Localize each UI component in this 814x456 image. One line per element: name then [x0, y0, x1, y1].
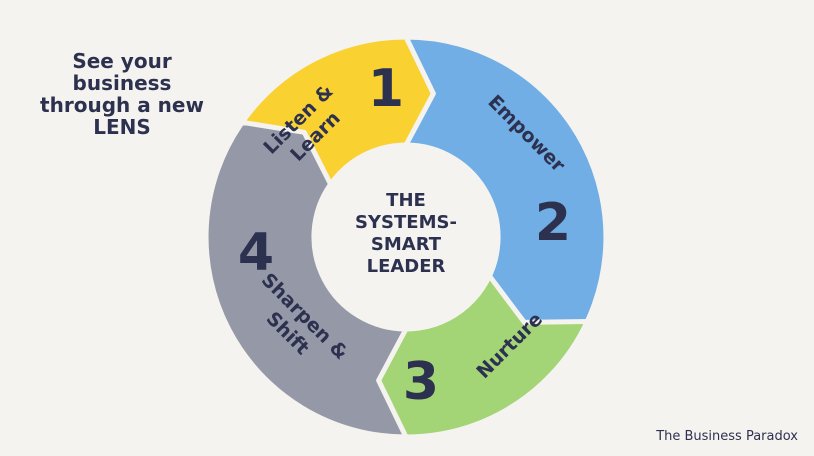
center-title-line: LEADER	[367, 256, 446, 277]
footer-brand: The Business Paradox	[656, 429, 798, 444]
segment-number-1: 1	[368, 59, 404, 119]
tagline-line: LENS	[93, 115, 151, 139]
segment-number-4: 4	[238, 223, 274, 283]
center-title-line: SMART	[371, 234, 442, 255]
center-title-line: THE	[386, 190, 426, 211]
tagline-line: See your	[72, 49, 172, 73]
tagline-line: through a new	[40, 93, 204, 117]
segment-sharpen-shift	[203, 119, 409, 440]
segment-number-2: 2	[535, 193, 571, 253]
segment-number-3: 3	[403, 352, 439, 412]
center-title-line: SYSTEMS-	[355, 212, 457, 233]
tagline-line: business	[72, 71, 172, 95]
tagline: See your business through a new LENS	[22, 50, 222, 138]
center-circle	[314, 145, 498, 329]
